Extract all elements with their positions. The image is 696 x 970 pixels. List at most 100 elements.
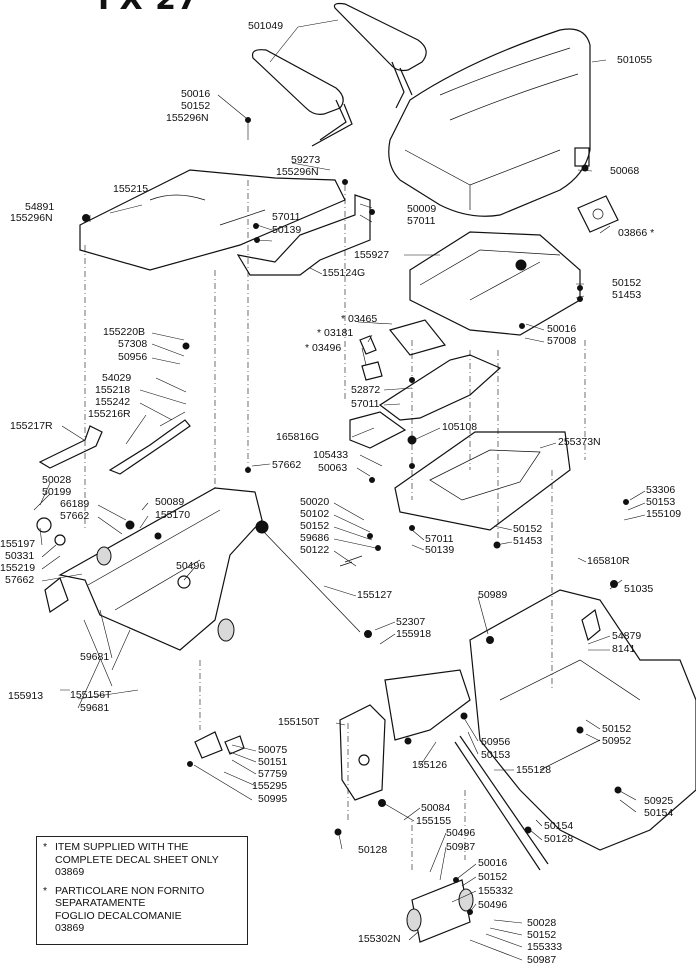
part-label: 50496 [176,560,206,572]
part-label: 57008 [547,335,577,347]
part-label: 165816G [276,431,320,443]
part-label: 50952 [602,735,632,747]
part-label: 155126 [412,759,448,771]
part-label: 50496 [478,899,508,911]
seat-slide-drawing [236,194,581,336]
part-label: 155220B [103,326,146,338]
part-label: 54879 [612,630,642,642]
part-label: 66189 [60,498,90,510]
part-label: 50122 [300,544,330,556]
part-label: 50152 [478,871,508,883]
part-label: 50139 [425,544,455,556]
decal-drawing [359,319,447,381]
part-label: 155217R [10,420,53,432]
seat-drawing [388,28,591,217]
part-label: 57662 [272,459,302,471]
part-label: 50102 [300,508,330,520]
decal-plate-drawing [577,195,619,233]
footnote-line: COMPLETE DECAL SHEET ONLY [55,853,219,866]
part-label: 155170 [155,509,191,521]
footnote-box: * ITEM SUPPLIED WITH THE COMPLETE DECAL … [36,836,248,945]
part-label: 50331 [5,550,35,562]
part-label: 50068 [610,165,640,177]
footnote-english: * ITEM SUPPLIED WITH THE COMPLETE DECAL … [43,841,241,879]
part-label: 50154 [644,807,674,819]
part-label: 50956 [481,736,511,748]
part-label: * 03465 [341,313,378,325]
part-label: 155302N [358,933,401,945]
part-label: 255373N [558,436,601,448]
part-label: 50956 [118,351,148,363]
part-label: 50925 [644,795,674,807]
part-label: 50128 [544,833,574,845]
footnote-star: * [43,884,48,897]
part-label: 50152 [612,277,642,289]
part-label: 155150T [278,716,320,728]
part-label: 50987 [446,841,476,853]
part-label: 8141 [612,643,636,655]
leader-lines [33,19,646,961]
part-label: 50028 [42,474,72,486]
part-label: 155333 [527,941,563,953]
clip-drawing [194,731,245,759]
part-label: 50016 [478,857,508,869]
footnote-line: PARTICOLARE NON FORNITO [55,884,205,897]
part-label: 50084 [421,802,451,814]
part-label: 57011 [351,398,380,410]
mid-bracket-drawing [349,354,502,449]
part-label: 59681 [80,651,110,663]
part-label: 155242 [95,396,131,408]
fasteners [82,117,629,915]
part-label: 52872 [351,384,381,396]
part-label: * 03496 [305,342,342,354]
part-label: 155109 [646,508,682,520]
part-label: 50016 [181,88,211,100]
part-label: 155927 [354,249,390,261]
part-label: 50152 [513,523,543,535]
part-label: 50152 [300,520,330,532]
part-label: 51453 [513,535,543,547]
part-label: 155128 [516,764,552,776]
part-label: 51035 [624,583,654,595]
part-label: 155332 [478,885,514,897]
part-label: 155218 [95,384,131,396]
part-label: 155124G [322,267,366,279]
part-label: 165810R [587,555,630,567]
part-label: 57011 [425,533,454,545]
part-label: 501049 [248,20,284,32]
part-label: 50009 [407,203,437,215]
part-label: 155296N [166,112,209,124]
part-label: 50063 [318,462,348,474]
part-label: 155215 [113,183,149,195]
part-label: 50016 [547,323,577,335]
roller-drawing [406,879,474,943]
part-label: 50089 [155,496,185,508]
part-label: 501055 [617,54,653,66]
part-label: 105108 [442,421,478,433]
part-label: 155155 [416,815,452,827]
part-label: 155197 [0,538,36,550]
part-label: 155296N [10,212,53,224]
part-label: 50020 [300,496,330,508]
part-label: 155216R [88,408,131,420]
part-label: 57662 [60,510,90,522]
footnote-line: FOGLIO DECALCOMANIE [55,909,182,922]
part-label: 03866 * [618,227,655,239]
part-label: 50199 [42,486,72,498]
part-label: * 03181 [317,327,354,339]
part-label: 50152 [602,723,632,735]
part-label: 50152 [181,100,211,112]
part-label: 57308 [118,338,148,350]
assembly-axis-lines [84,180,586,870]
footnote-line: 03869 [55,922,85,934]
part-label: 155296N [276,166,319,178]
part-label: 50151 [258,756,288,768]
part-label: 50995 [258,793,288,805]
part-label: 50153 [481,749,511,761]
part-label: 54891 [25,201,55,213]
part-label: 54029 [102,372,132,384]
part-label: 57011 [407,215,436,227]
part-label: 59681 [80,702,110,714]
footnote-line: SEPARATAMENTE [55,897,146,909]
part-label: 50152 [527,929,557,941]
